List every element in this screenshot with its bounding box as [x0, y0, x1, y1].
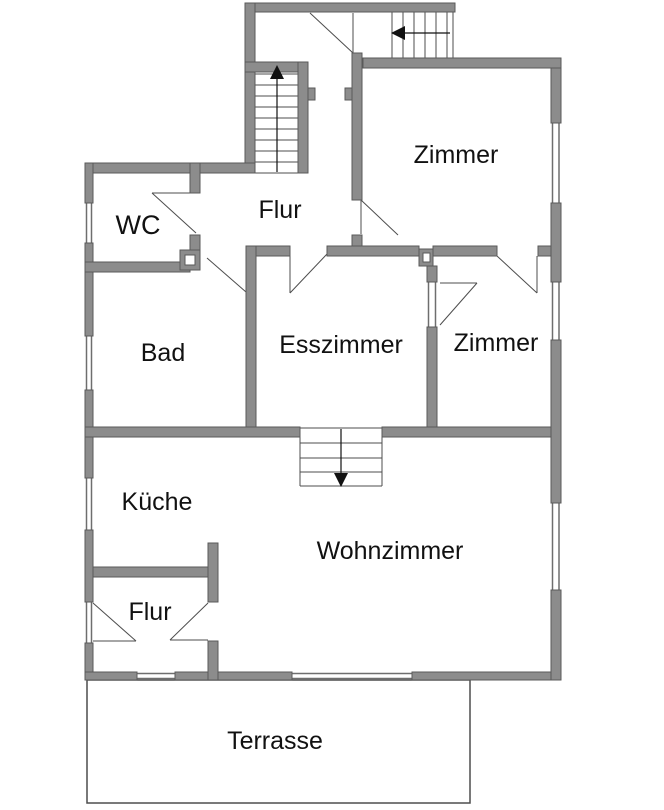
- wall-segment: [84, 162, 256, 174]
- room-label-kueche: Küche: [122, 488, 193, 516]
- room-label-wc: WC: [116, 210, 161, 240]
- wall-segment: [84, 426, 301, 438]
- stair-direction-arrow: [334, 473, 348, 487]
- door-swing-line: [496, 255, 538, 294]
- door-swing-line: [289, 253, 328, 294]
- wall-segment: [189, 234, 201, 251]
- wall-segment: [307, 87, 316, 101]
- door-swing-line: [309, 12, 354, 54]
- wall-segment: [244, 2, 256, 174]
- wall-segment: [550, 589, 562, 681]
- room-label-terrasse: Terrasse: [227, 727, 323, 755]
- wall-segment: [207, 542, 219, 603]
- wall-segment: [537, 245, 552, 257]
- wall-segment: [426, 265, 438, 283]
- stair-direction-arrow: [270, 65, 284, 79]
- room-label-flur-bottom: Flur: [128, 598, 171, 626]
- wall-segment: [84, 162, 94, 204]
- door-swing-line: [206, 257, 247, 293]
- wall-segment: [84, 529, 94, 603]
- wall-segment: [426, 326, 438, 438]
- door-swing-line: [169, 602, 209, 641]
- wall-segment: [84, 242, 94, 337]
- wall-segment: [244, 2, 456, 13]
- wall-segment: [351, 234, 363, 248]
- wall-segment: [92, 566, 219, 578]
- wall-segment: [245, 245, 257, 438]
- room-label-esszimmer: Esszimmer: [279, 331, 403, 359]
- wall-segment: [351, 52, 363, 201]
- wall-segment: [84, 671, 138, 681]
- wall-segment: [189, 162, 201, 194]
- wall-segment: [344, 87, 353, 101]
- wall-segment: [381, 426, 552, 438]
- wall-segment: [84, 261, 191, 273]
- door-swing-line: [151, 192, 197, 234]
- wall-segment: [362, 57, 562, 69]
- room-label-zimmer-top: Zimmer: [414, 141, 499, 169]
- door-swing-line: [439, 282, 478, 326]
- wall-segment: [326, 245, 420, 257]
- room-label-flur-top: Flur: [258, 196, 301, 224]
- room-label-zimmer-right: Zimmer: [454, 329, 539, 357]
- wall-segment: [432, 245, 498, 257]
- pillar-shaft-hole: [184, 254, 196, 266]
- wall-segment: [207, 640, 219, 681]
- room-label-wohnzimmer: Wohnzimmer: [317, 537, 464, 565]
- wall-segment: [550, 339, 562, 504]
- wall-segment: [174, 671, 293, 681]
- room-label-bad: Bad: [141, 339, 185, 367]
- door-swing-line: [92, 602, 137, 642]
- stair-direction-arrow: [391, 26, 405, 40]
- wall-segment: [550, 202, 562, 283]
- pillar-shaft-hole: [422, 252, 431, 263]
- door-swing-line: [360, 199, 399, 236]
- wall-segment: [411, 671, 558, 681]
- wall-segment: [297, 61, 309, 174]
